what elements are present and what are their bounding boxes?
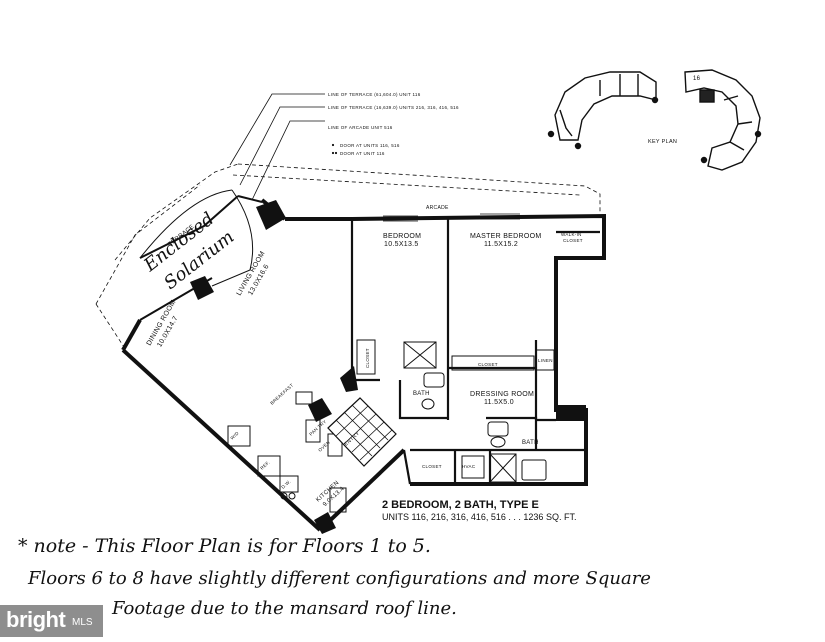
pantry-label: PAN TRY — [308, 419, 327, 437]
plan-units: UNITS 116, 216, 316, 416, 516 . . . 1236… — [382, 512, 576, 522]
note-line-2: Floors 6 to 8 have slightly different co… — [27, 568, 651, 589]
callout-terrace-others: LINE OF TERRACE (16,639.0) UNITS 216, 31… — [328, 105, 459, 110]
walkin-closet-label-2: CLOSET — [563, 238, 583, 243]
master-bedroom-label: MASTER BEDROOM — [470, 233, 541, 240]
structural-columns — [190, 200, 586, 534]
arcade-label: ARCADE — [426, 205, 449, 211]
breakfast-label: BREAKFAST — [269, 382, 294, 405]
plan-title: 2 BEDROOM, 2 BATH, TYPE E — [382, 499, 539, 511]
hvac-label: HVAC — [462, 464, 476, 469]
dressing-room-label: DRESSING ROOM — [470, 391, 534, 398]
key-plan-label: KEY PLAN — [648, 139, 677, 145]
linen-label: LINEN — [538, 358, 553, 363]
watermark-logo: bright — [6, 607, 66, 632]
bath-1-label: BATH — [413, 391, 430, 397]
bright-mls-watermark: bright MLS — [0, 605, 103, 637]
walkin-closet-label-1: WALK-IN — [561, 232, 582, 237]
bedroom-dimensions: 10.5X13.5 — [384, 241, 419, 248]
key-plan-wing-right — [684, 69, 761, 171]
entry-tile-floor — [327, 397, 397, 467]
bedroom-label: BEDROOM — [383, 233, 421, 240]
callout-door-116-516: DOOR AT UNITS 116, 516 — [340, 143, 400, 148]
windows — [383, 213, 520, 222]
solarium-arc — [211, 189, 254, 287]
callout-door-116: DOOR AT UNIT 116 — [340, 151, 385, 156]
refrigerator-label: REF. — [259, 460, 270, 471]
callout-arcade: LINE OF ARCADE UNIT 516 — [328, 125, 393, 130]
bedroom-closet-label: CLOSET — [365, 348, 370, 368]
callout-leaders — [229, 93, 325, 201]
dressing-room-dimensions: 11.5X5.0 — [484, 399, 514, 406]
key-plan-wing-left — [554, 71, 657, 141]
bath-2-label: BATH — [522, 440, 539, 446]
note-line-1: * note - This Floor Plan is for Floors 1… — [18, 535, 431, 557]
dishwasher-label: D.W. — [280, 479, 291, 490]
master-bedroom-dimensions: 11.5X15.2 — [484, 241, 518, 248]
interior-walls — [350, 219, 600, 485]
washer-dryer-label: W/D — [229, 430, 240, 440]
callout-terrace-116: LINE OF TERRACE (61,604.0) UNIT 116 — [328, 92, 421, 97]
hall-closet-label: CLOSET — [422, 464, 442, 469]
watermark-suffix: MLS — [72, 617, 93, 628]
master-closet-label: CLOSET — [478, 362, 498, 367]
note-line-3: Footage due to the mansard roof line. — [111, 598, 457, 619]
key-plan-unit-number: 16 — [693, 76, 701, 82]
arcade-outline — [95, 163, 601, 348]
key-plan — [547, 69, 762, 171]
